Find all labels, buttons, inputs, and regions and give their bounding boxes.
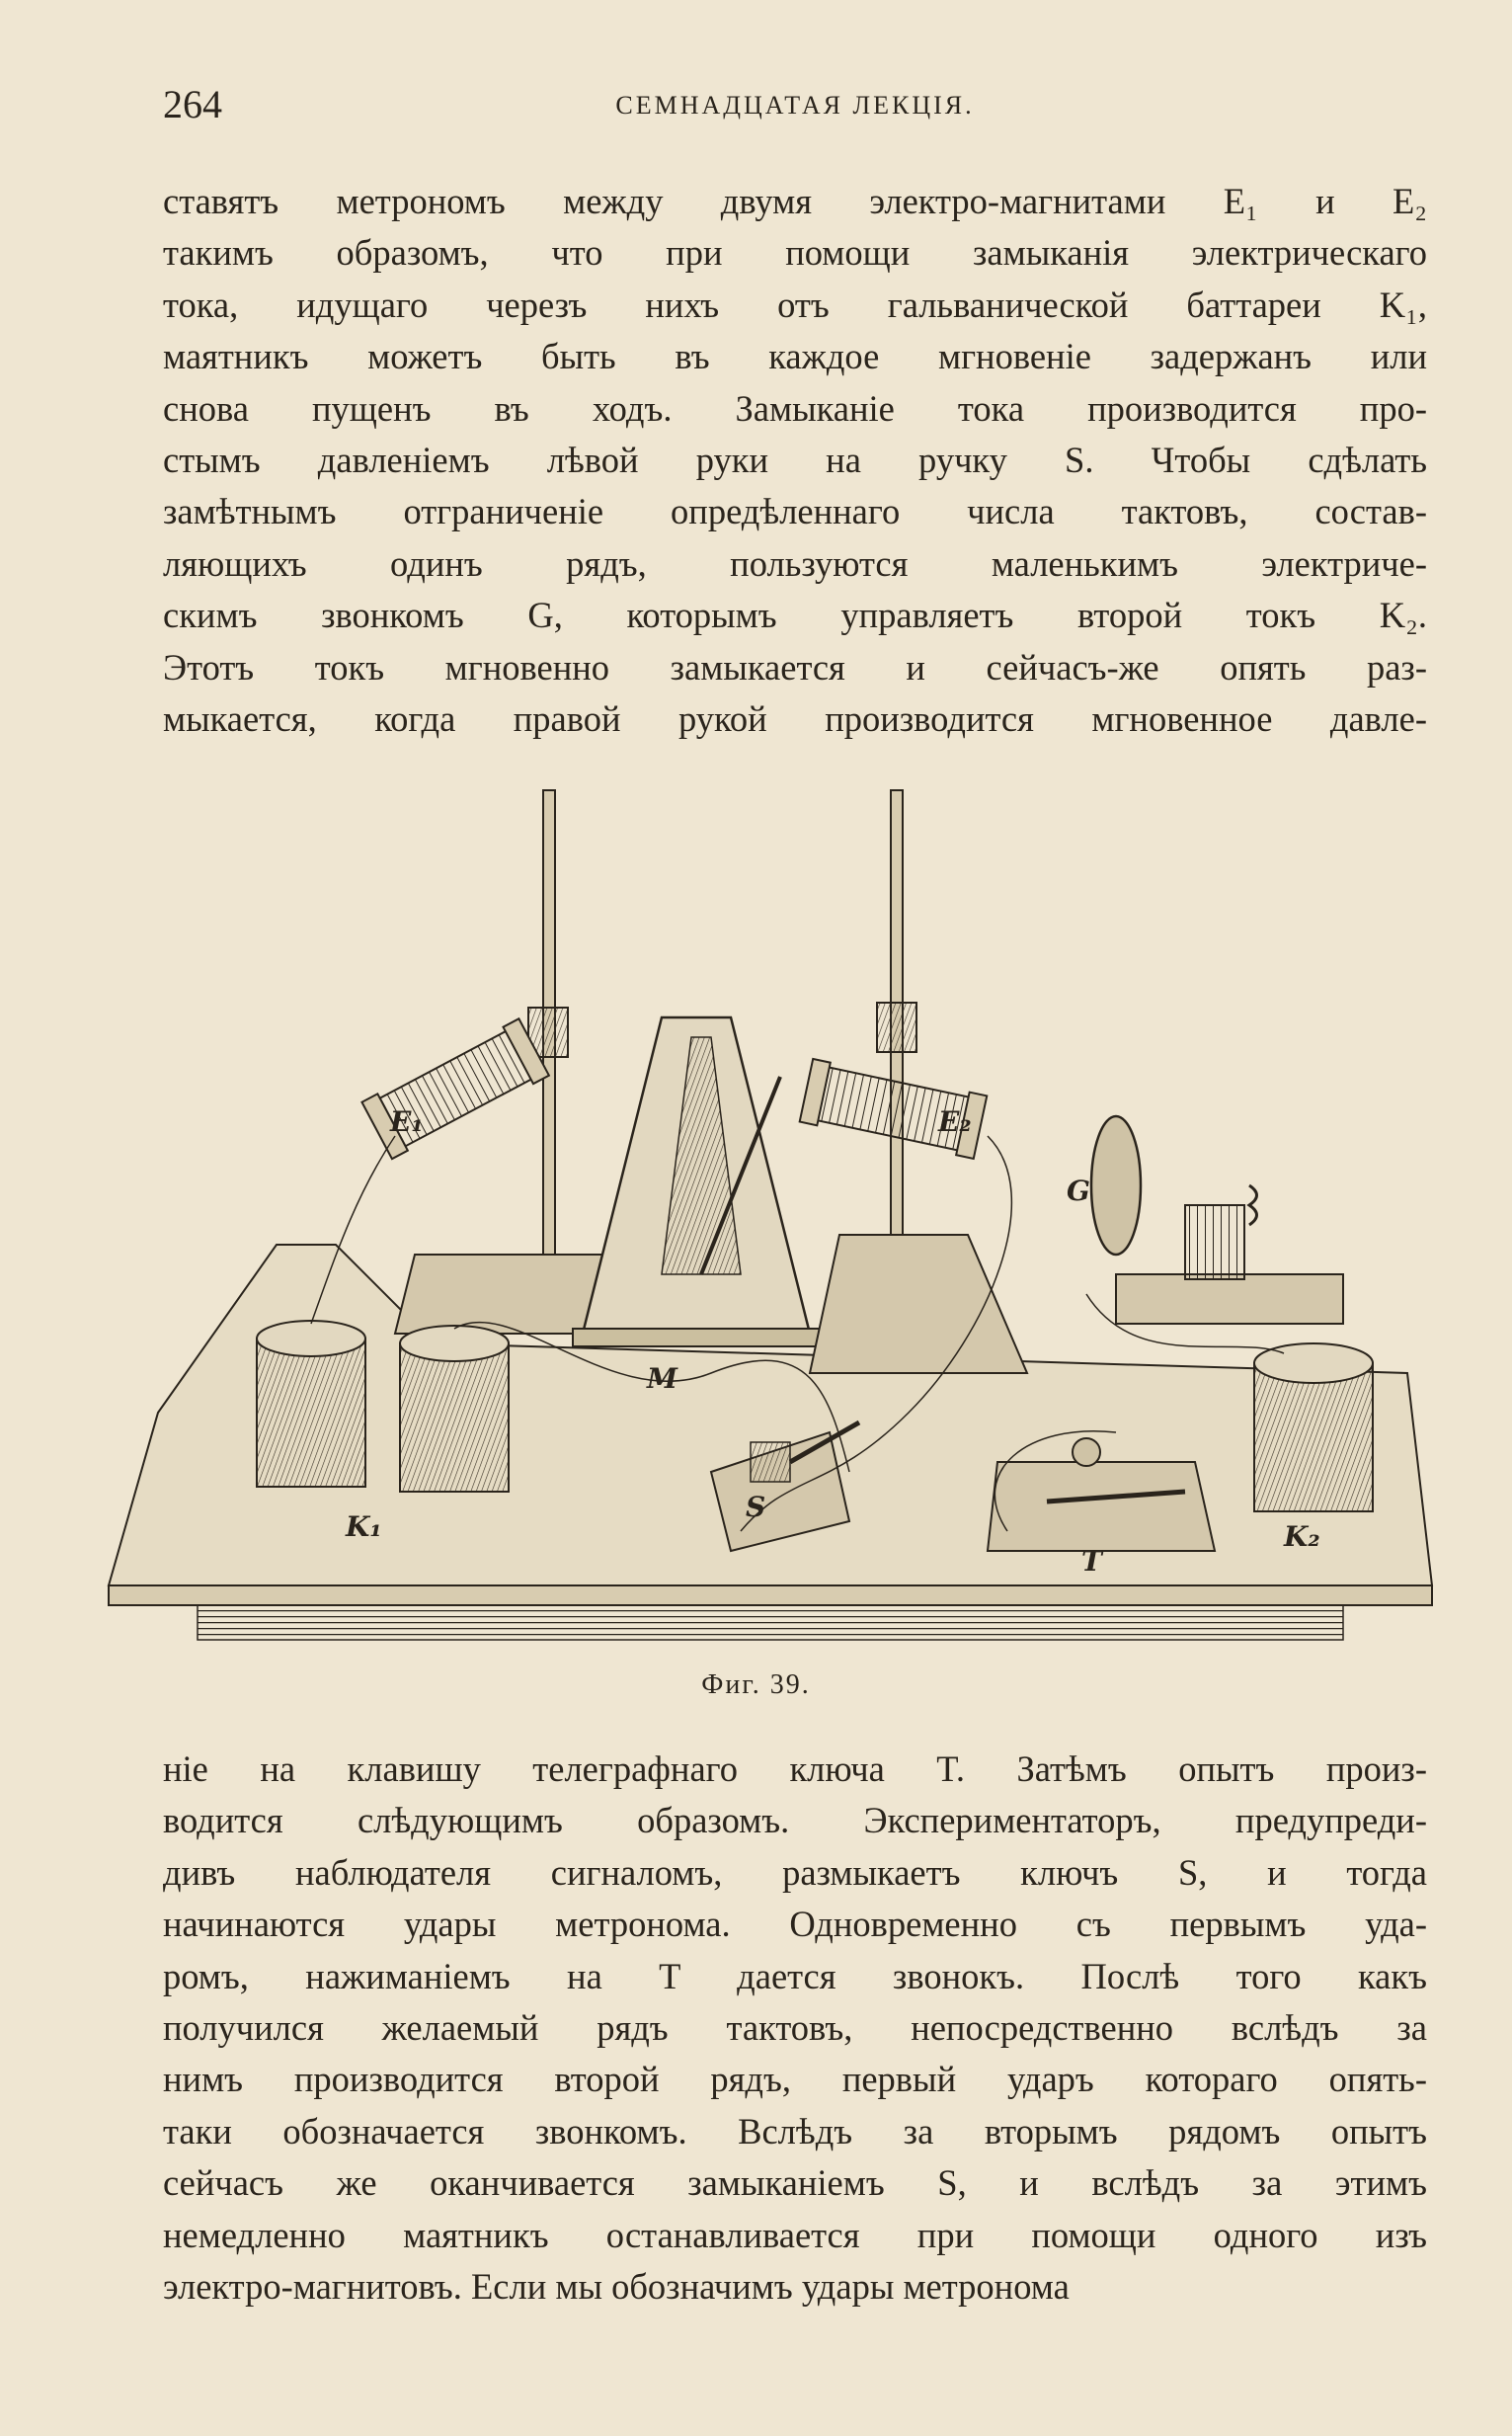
text-line: мыкается, когда правой рукой производитс…: [163, 697, 1427, 739]
battery-k1-b: [399, 1325, 510, 1493]
text-line: такимъ образомъ, что при помощи замыкані…: [163, 232, 1427, 274]
running-head: СЕМНАДЦАТАЯ ЛЕКЦІЯ.: [615, 91, 975, 120]
text-line: начинаются удары метронома. Одновременно…: [163, 1904, 1427, 1945]
battery-k1-a: [256, 1320, 366, 1488]
electromagnet-e2: [798, 1057, 989, 1161]
electric-bell: [1089, 1114, 1344, 1325]
telegraph-key-t: [986, 1437, 1217, 1552]
electromagnet-e1: [360, 1016, 551, 1161]
text-line: немедленно маятникъ останавливается при …: [163, 2214, 1427, 2255]
text-line: водится слѣдующимъ образомъ. Эксперимент…: [163, 1800, 1427, 1841]
label-t: T: [1081, 1545, 1104, 1578]
text-line: маятникъ можетъ быть въ каждое мгновеніе…: [163, 336, 1427, 377]
label-k1: K₁: [345, 1510, 382, 1543]
label-e1: E₁: [389, 1105, 424, 1138]
text-line: сейчасъ же оканчивается замыканіемъ S, и…: [163, 2162, 1427, 2204]
text-line: ніе на клавишу телеграфнаго ключа T. Зат…: [163, 1748, 1427, 1789]
text-line: стымъ давленіемъ лѣвой руки на ручку S. …: [163, 439, 1427, 480]
label-s: S: [746, 1491, 765, 1523]
text-line: тока, идущаго черезъ нихъ отъ гальваниче…: [163, 284, 1427, 325]
apparatus-figure: E₁ E₂ G M S T K₁ K₂: [107, 789, 1434, 1641]
paragraph-bottom: ніе на клавишу телеграфнаго ключа T. Зат…: [163, 1744, 1427, 2313]
text-line: таки обозначается звонкомъ. Вслѣдъ за вт…: [163, 2110, 1427, 2152]
label-g: G: [1067, 1175, 1090, 1207]
text-line: снова пущенъ въ ходъ. Замыканіе тока про…: [163, 387, 1427, 429]
paragraph-top: ставятъ метрономъ между двумя электро-ма…: [163, 176, 1427, 745]
label-e2: E₂: [937, 1105, 972, 1138]
wires: [310, 1135, 1285, 1532]
text-line: Этотъ токъ мгновенно замыкается и сейчас…: [163, 646, 1427, 688]
text-line: ромъ, нажиманіемъ на T дается звонокъ. П…: [163, 1955, 1427, 1996]
key-s: [709, 1420, 861, 1553]
stand-left: [393, 789, 634, 1335]
page-number: 264: [163, 82, 222, 126]
text-line: ляющихъ одинъ рядъ, пользуются маленьким…: [163, 542, 1427, 584]
text-line: нимъ производится второй рядъ, первый уд…: [163, 2059, 1427, 2100]
text-line: скимъ звонкомъ G, которымъ управляетъ вт…: [163, 595, 1427, 636]
text-line: электро-магнитовъ. Если мы обозначимъ уд…: [163, 2265, 1070, 2307]
figure-caption: Фиг. 39.: [701, 1669, 811, 1700]
text-line: получился желаемый рядъ тактовъ, непосре…: [163, 2006, 1427, 2048]
metronome: [572, 1015, 821, 1347]
page-header: 264 СЕМНАДЦАТАЯ ЛЕКЦІЯ.: [163, 81, 1427, 140]
label-k2: K₂: [1283, 1520, 1320, 1553]
battery-k2: [1253, 1342, 1374, 1512]
text-line: дивъ наблюдателя сигналомъ, размыкаетъ к…: [163, 1851, 1427, 1893]
label-m: M: [646, 1362, 678, 1395]
stand-right: [808, 789, 1029, 1374]
text-line: ставятъ метрономъ между двумя электро-ма…: [163, 181, 1427, 221]
text-line: замѣтнымъ отграниченіе опредѣленнаго чис…: [163, 491, 1427, 532]
